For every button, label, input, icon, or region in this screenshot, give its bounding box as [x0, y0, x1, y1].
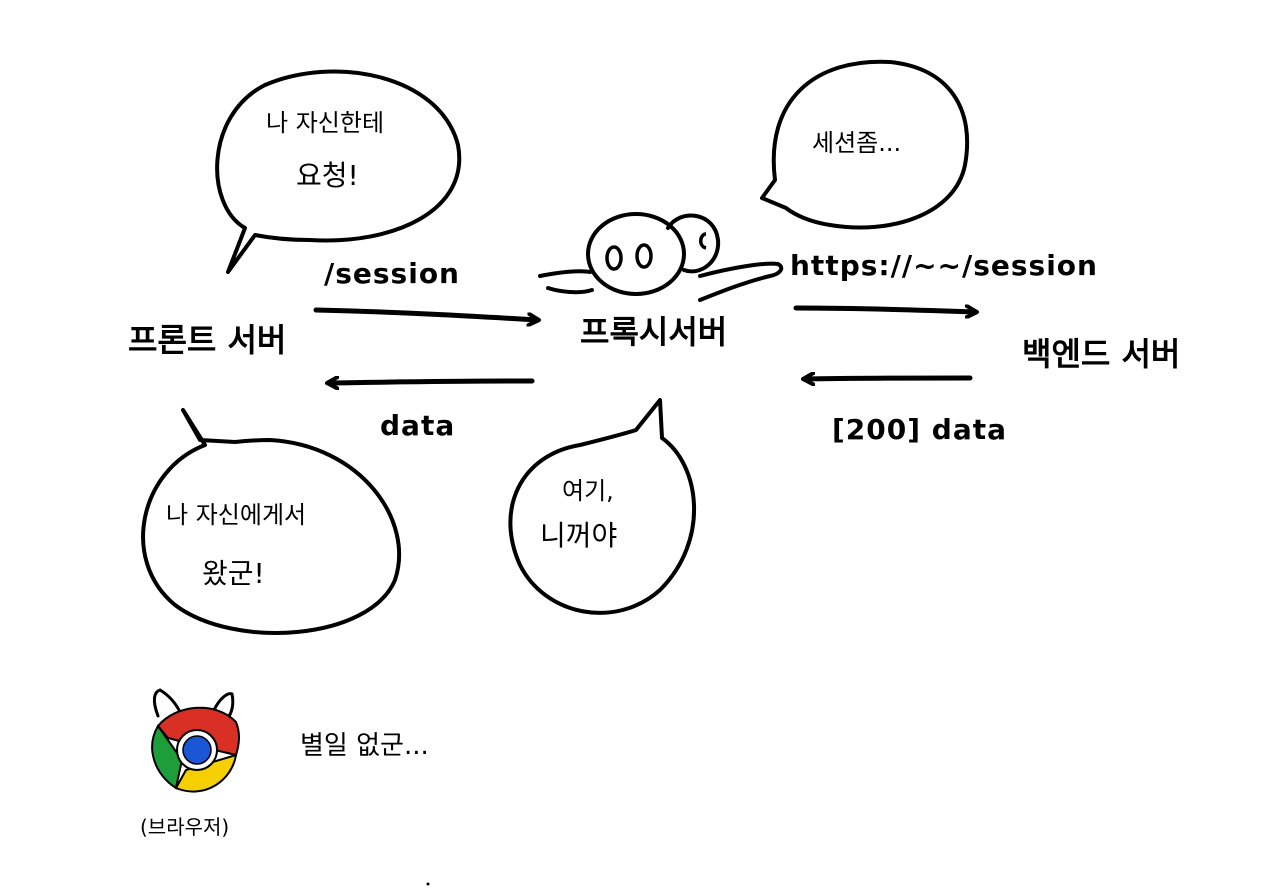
front-server-label: 프론트 서버 — [128, 321, 287, 359]
backend-server-label: 백엔드 서버 — [1022, 335, 1181, 373]
bubble-proxy-bottom-line2: 니꺼야 — [540, 519, 618, 552]
edge-label-proxy-to-front: data — [380, 409, 456, 442]
bubble-front-bottom-line2: 왔군! — [202, 557, 265, 590]
browser-icon-ear-left — [152, 688, 182, 718]
browser-icon-ear-right — [212, 692, 235, 720]
proxy-mascot-body — [538, 261, 784, 302]
bubble-front-top-line1: 나 자신한테 — [266, 109, 385, 137]
speech-bubble-front-bottom — [141, 408, 402, 635]
speech-bubble-front-top — [215, 69, 462, 274]
proxy-mascot-pupil-left — [605, 245, 623, 271]
arrow-proxy-to-backend — [793, 308, 976, 312]
arrow-backend-to-proxy — [804, 378, 973, 379]
proxy-mascot-pupil-back — [699, 232, 707, 250]
bubble-proxy-top: 세션좀... — [812, 129, 902, 157]
proxy-server-label: 프록시서버 — [580, 313, 728, 351]
proxy-mascot-head — [586, 212, 686, 296]
proxy-mascot-eye-back — [666, 213, 721, 274]
edge-label-backend-to-proxy: [200] data — [832, 413, 1008, 446]
bubble-front-top-line2: 요청! — [296, 159, 359, 192]
browser-icon-blue-dot — [182, 735, 212, 765]
browser-icon — [151, 688, 240, 793]
browser-caption: (브라우저) — [140, 815, 230, 839]
edge-label-proxy-to-backend: https://~~/session — [790, 249, 1098, 282]
bubble-proxy-bottom-line1: 여기, — [562, 477, 614, 505]
browser-remark: 별일 없군... — [300, 731, 429, 761]
speech-bubble-proxy-bottom — [508, 398, 696, 615]
proxy-mascot-pupil-right — [635, 243, 653, 269]
edge-label-front-to-proxy: /session — [324, 257, 460, 290]
bubble-front-bottom-line1: 나 자신에게서 — [166, 501, 307, 529]
arrow-front-to-proxy — [313, 307, 538, 320]
browser-icon-yellow-segment — [174, 753, 238, 793]
arrow-proxy-to-front — [328, 381, 535, 383]
speech-bubble-proxy-top — [760, 59, 970, 230]
stray-dot — [426, 882, 430, 886]
